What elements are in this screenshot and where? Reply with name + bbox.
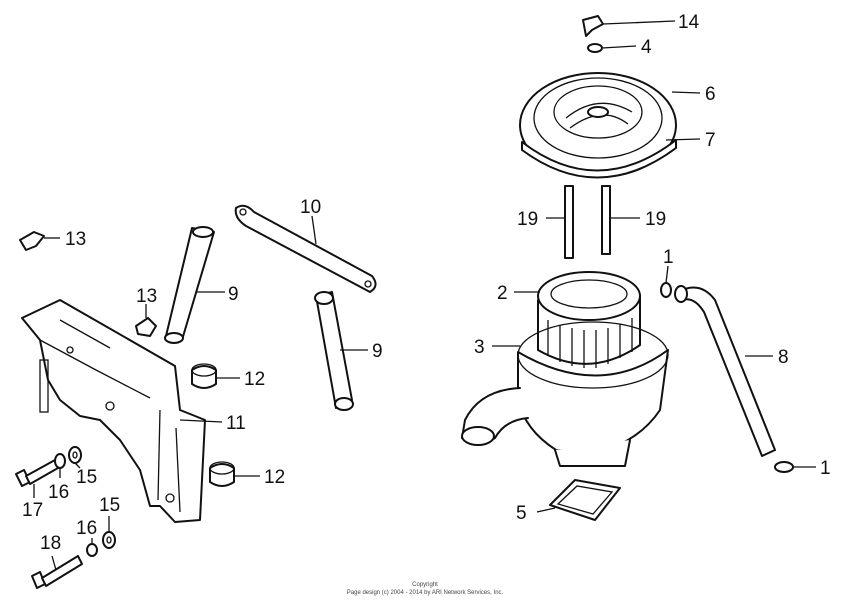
callout-18: 18 xyxy=(40,533,61,554)
callout-16-upper: 16 xyxy=(48,482,69,503)
filter-element xyxy=(537,271,641,368)
cover-gasket xyxy=(521,139,677,179)
flat-washer-lower xyxy=(102,531,116,549)
callout-6: 6 xyxy=(705,84,716,105)
clip-center xyxy=(135,317,157,337)
callout-16-lower: 16 xyxy=(76,518,97,539)
callout-19-left: 19 xyxy=(517,209,538,230)
callout-1-lower: 1 xyxy=(820,458,831,479)
callout-13-center: 13 xyxy=(136,286,157,307)
callout-11: 11 xyxy=(226,413,246,434)
callout-9-lower: 9 xyxy=(372,341,383,362)
callout-1-upper: 1 xyxy=(663,247,674,268)
lock-washer-upper xyxy=(54,453,66,469)
clip-left xyxy=(19,231,45,251)
grommet-lower xyxy=(209,461,235,487)
breather-tube xyxy=(674,285,776,457)
callout-3: 3 xyxy=(474,337,485,358)
callout-13-left: 13 xyxy=(65,229,86,250)
tube-clip-upper xyxy=(660,282,672,298)
copyright-line-1: Copyright xyxy=(412,582,438,588)
bracket-strap-lower xyxy=(314,291,354,411)
air-cleaner-cover xyxy=(519,72,677,178)
callout-15-lower: 15 xyxy=(99,495,120,516)
callout-4: 4 xyxy=(641,37,652,58)
bracket-strap-upper xyxy=(164,226,215,344)
mounting-bracket xyxy=(21,299,206,523)
bolt-lower xyxy=(31,555,83,589)
stud-bolts xyxy=(564,185,611,259)
bolt-upper xyxy=(15,459,59,487)
callout-9-upper: 9 xyxy=(228,284,239,305)
air-cleaner-case xyxy=(461,321,669,467)
callout-2: 2 xyxy=(497,283,508,304)
callout-labels: 14 4 6 7 19 19 1 2 3 8 1 5 10 13 13 9 9 … xyxy=(22,12,831,554)
callout-7: 7 xyxy=(705,130,716,151)
leader-lines xyxy=(33,20,816,571)
callout-12-upper: 12 xyxy=(244,369,265,390)
washer-part xyxy=(587,43,603,53)
grommet-upper xyxy=(191,363,217,389)
strap-bar xyxy=(234,204,377,293)
flat-washer-upper xyxy=(68,446,82,464)
callout-19-right: 19 xyxy=(645,209,666,230)
callout-5: 5 xyxy=(516,503,527,524)
callout-12-lower: 12 xyxy=(264,467,285,488)
callout-8: 8 xyxy=(778,347,789,368)
tube-clip-lower xyxy=(774,461,794,473)
callout-14: 14 xyxy=(678,12,700,33)
callout-17: 17 xyxy=(22,500,43,521)
lock-washer-lower xyxy=(86,543,98,557)
callout-15-upper: 15 xyxy=(76,467,97,488)
callout-10: 10 xyxy=(300,197,321,218)
base-gasket xyxy=(549,479,621,521)
copyright-line-2: Page design (c) 2004 - 2014 by ARI Netwo… xyxy=(346,590,504,596)
wing-nut-part xyxy=(582,15,604,37)
